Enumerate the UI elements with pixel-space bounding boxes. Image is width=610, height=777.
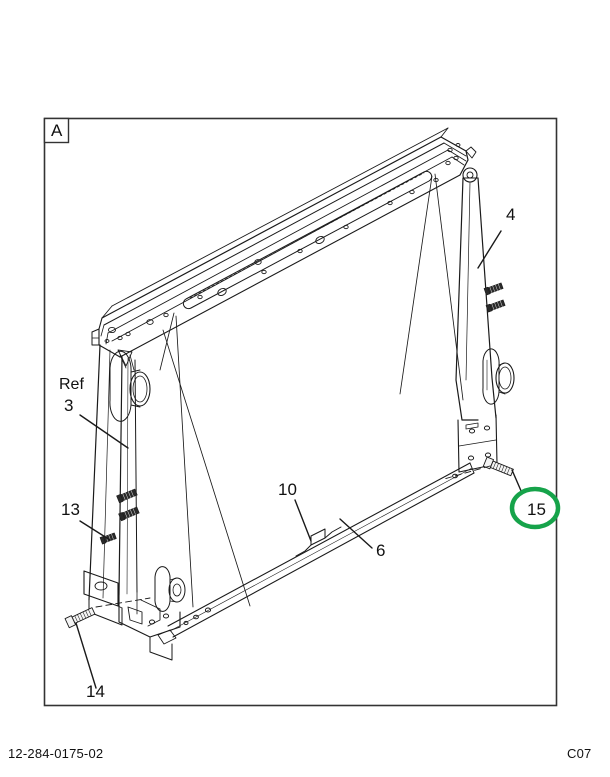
left-vertical-post [88, 344, 138, 601]
bolt-14-part [64, 597, 151, 629]
upper-cross-rail [98, 127, 469, 358]
callout-highlight-ring [509, 486, 561, 530]
rail-mounting-holes [125, 177, 439, 337]
right-post-bolts [483, 282, 506, 313]
leader-line-10 [294, 499, 312, 542]
callout-label-13: 13 [61, 500, 80, 519]
rail-right-end-detail [445, 143, 478, 183]
leader-line-14 [75, 622, 97, 689]
lower-center-bracket [118, 566, 186, 661]
internal-brace-lines [159, 173, 464, 608]
leader-line-4 [477, 230, 502, 269]
zone-letter-box: A [43, 117, 70, 144]
bolt-13-target [99, 532, 117, 545]
callout-label-10: 10 [278, 480, 297, 499]
right-lower-bracket [457, 414, 498, 473]
lower-diagonal-rail [167, 462, 475, 638]
zone-letter: A [51, 121, 63, 140]
footer-page-code: C07 [567, 746, 592, 761]
callout-label-6: 6 [376, 541, 385, 560]
callout-label-14: 14 [86, 682, 105, 701]
leader-line-13 [79, 520, 111, 541]
footer-part-number: 12-284-0175-02 [8, 746, 104, 761]
left-bushing-mount [109, 349, 151, 422]
leader-lines [75, 230, 526, 689]
leader-line-3 [79, 414, 129, 449]
right-bushing-mount [482, 348, 515, 405]
leader-line-6 [339, 518, 373, 549]
rail-left-end-detail [91, 326, 123, 346]
callout-label-15: 15 [527, 500, 546, 519]
drawing-frame-border [43, 117, 558, 707]
callout-label-ref: Ref [59, 376, 84, 393]
callout-label-3: 3 [64, 396, 73, 415]
left-post-bolts [99, 488, 140, 545]
bolt-15-part [443, 456, 514, 480]
lower-left-mount-bracket [83, 570, 123, 626]
rail-slot [182, 170, 433, 310]
callout-15-highlight-group: 15 [509, 486, 561, 530]
callout-label-4: 4 [506, 205, 515, 224]
right-vertical-post [455, 177, 497, 421]
